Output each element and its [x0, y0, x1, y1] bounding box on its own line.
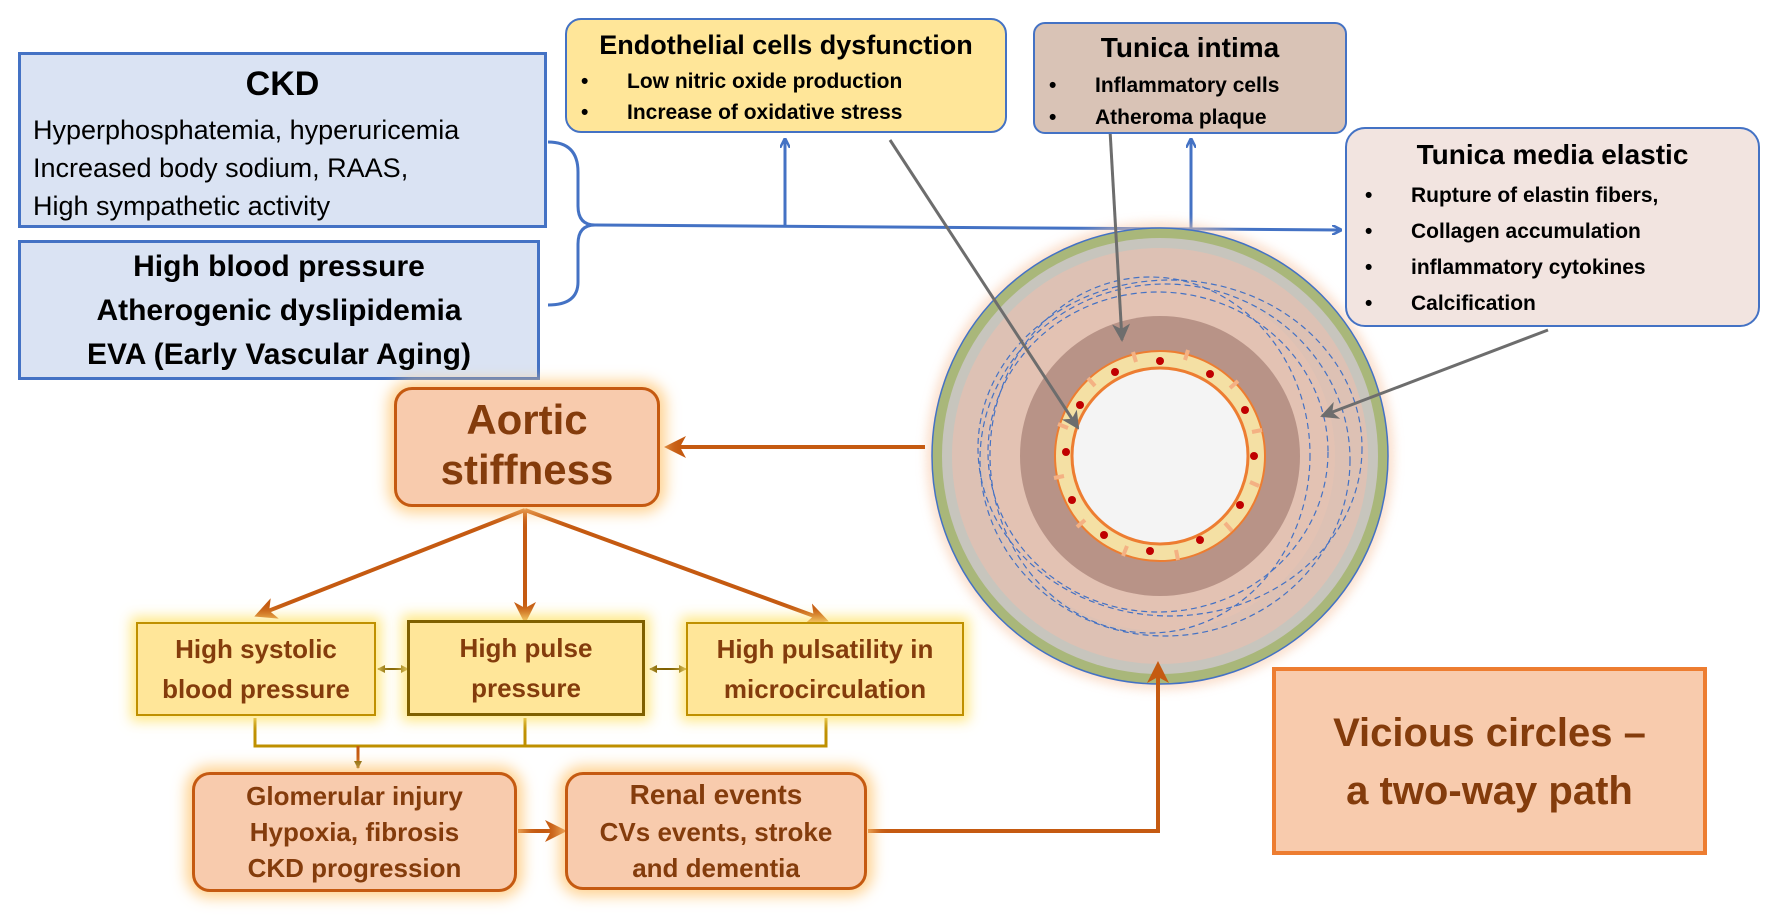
cause-line: [594, 223, 1340, 230]
ckd-line-2: Increased body sodium, RAAS,: [33, 153, 409, 183]
effect-pulsatility-line-2: microcirculation: [723, 674, 927, 704]
renal-line-3: and dementia: [632, 853, 800, 883]
media-bullet-4: Calcification: [1365, 292, 1536, 316]
risk-line-2: Atherogenic dyslipidemia: [96, 294, 462, 327]
media-bullet-2: Collagen accumulation: [1365, 220, 1641, 244]
tunica-intima-box: Tunica intima Inflammatory cells Atherom…: [1033, 22, 1347, 134]
effects-bracket: [253, 718, 828, 748]
aortic-stiffness-box: Aortic stiffness: [394, 387, 660, 507]
endothelial-bullet-2: Increase of oxidative stress: [581, 101, 903, 125]
artery-cross-section: [926, 222, 1394, 690]
glomerular-box: Glomerular injury Hypoxia, fibrosis CKD …: [192, 772, 517, 892]
effect-systolic-line-2: blood pressure: [162, 674, 350, 704]
renal-line-2: CVs events, stroke: [599, 817, 833, 847]
effect-pulse-line-1: High pulse: [459, 633, 593, 663]
tunica-media-box: Tunica media elastic Rupture of elastin …: [1345, 127, 1760, 327]
arrow-aortic-to-systolic: [254, 508, 526, 619]
media-bullet-1: Rupture of elastin fibers,: [1365, 184, 1658, 208]
intima-title: Tunica intima: [1100, 32, 1280, 63]
glomerular-line-3: CKD progression: [247, 853, 462, 883]
endothelial-title: Endothelial cells dysfunction: [599, 30, 973, 60]
aortic-line-2: stiffness: [440, 446, 614, 493]
endothelial-bullet-1: Low nitric oxide production: [581, 70, 902, 94]
risk-factors-box: High blood pressure Atherogenic dyslipid…: [18, 240, 540, 380]
media-bullet-3: inflammatory cytokines: [1365, 256, 1646, 280]
pointer-intima: [1108, 129, 1131, 342]
media-title: Tunica media elastic: [1416, 139, 1689, 170]
intima-bullet-2: Atheroma plaque: [1049, 106, 1266, 130]
ckd-title: CKD: [245, 65, 320, 103]
pointer-media: [1320, 328, 1549, 419]
effect-pulse-box: High pulse pressure: [407, 620, 645, 716]
pointer-endothelial: [888, 139, 1080, 430]
renal-line-1: Renal events: [629, 779, 803, 810]
effect-systolic-line-1: High systolic: [175, 634, 337, 664]
effect-pulsatility-box: High pulsatility in microcirculation: [686, 622, 964, 716]
arrow-aortic-to-pulsatility: [524, 508, 829, 625]
aortic-line-1: Aortic: [466, 396, 588, 443]
renal-events-box: Renal events CVs events, stroke and deme…: [565, 772, 867, 890]
intima-bullet-1: Inflammatory cells: [1049, 74, 1280, 98]
effect-systolic-box: High systolic blood pressure: [136, 622, 376, 716]
effect-pulse-line-2: pressure: [471, 673, 581, 703]
vicious-circles-box: Vicious circles – a two-way path: [1272, 667, 1707, 855]
ckd-line-1: Hyperphosphatemia, hyperuricemia: [33, 115, 460, 145]
endothelial-box: Endothelial cells dysfunction Low nitric…: [565, 18, 1007, 133]
glomerular-line-2: Hypoxia, fibrosis: [249, 817, 460, 847]
vicious-line-1: Vicious circles –: [1333, 711, 1646, 755]
ckd-brace: [547, 140, 596, 307]
ckd-box: CKD Hyperphosphatemia, hyperuricemia Inc…: [18, 52, 547, 228]
inflammatory-cell-dots: [1062, 357, 1258, 555]
glomerular-line-1: Glomerular injury: [246, 781, 463, 811]
ckd-line-3: High sympathetic activity: [33, 191, 331, 221]
calcification-marks: [1053, 349, 1263, 561]
risk-line-3: EVA (Early Vascular Aging): [86, 338, 471, 371]
vicious-line-2: a two-way path: [1346, 769, 1633, 813]
arrow-renal-to-artery: [868, 661, 1169, 833]
risk-line-1: High blood pressure: [133, 250, 425, 283]
effect-pulsatility-line-1: High pulsatility in: [716, 634, 934, 664]
